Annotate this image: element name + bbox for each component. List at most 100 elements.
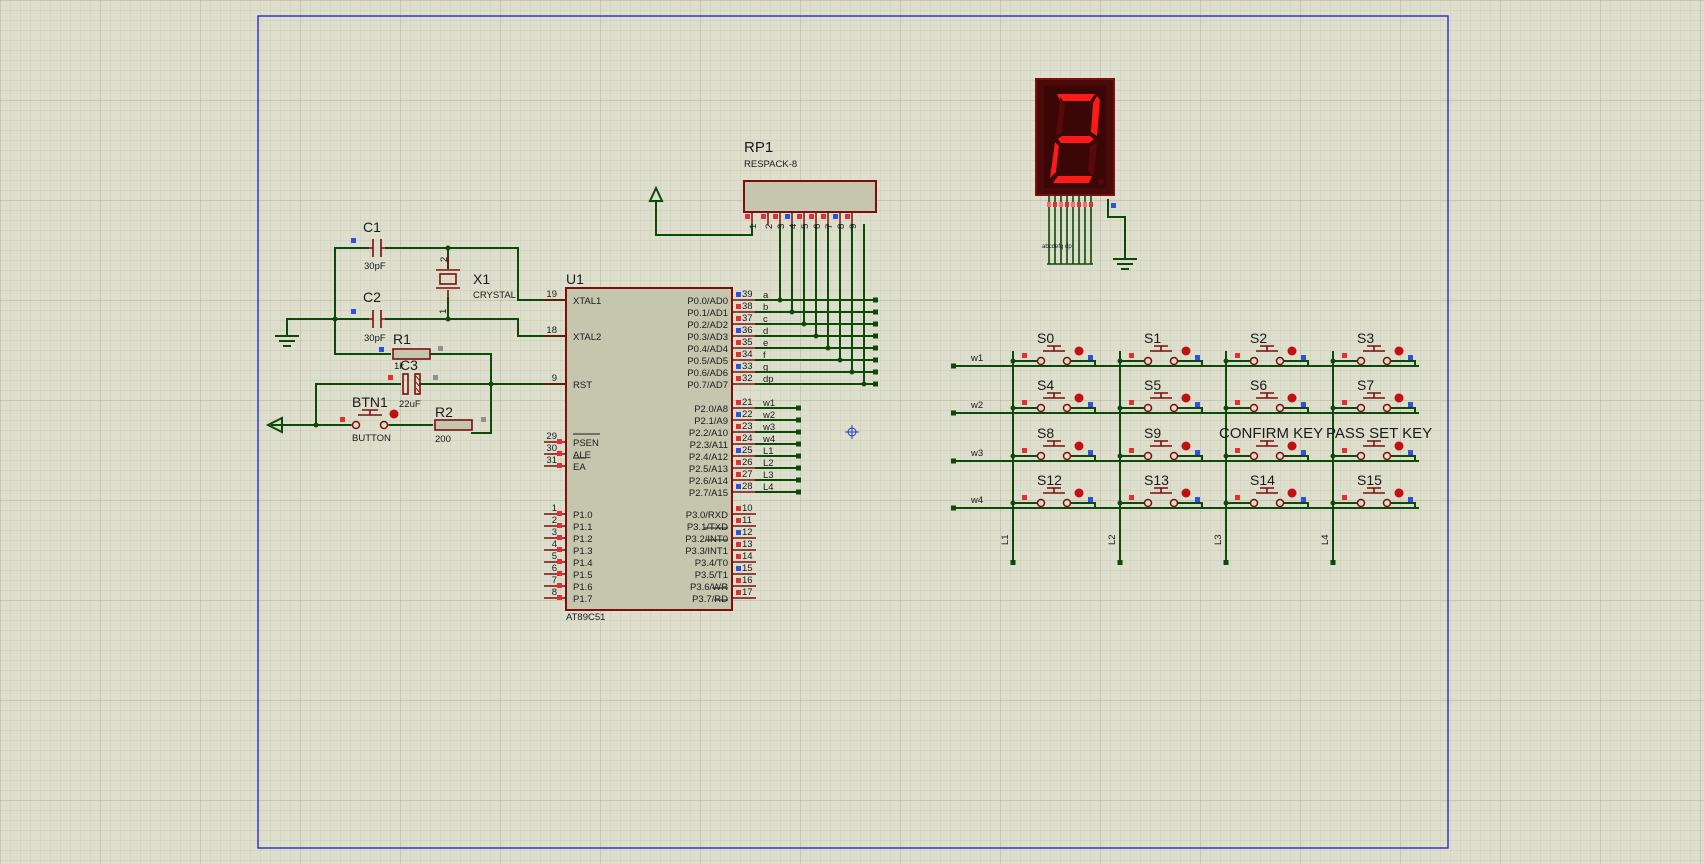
seven-segment-display[interactable]: abcdefg dp <box>1035 78 1137 270</box>
rp1-pin-number: 2 <box>764 224 775 229</box>
keypad-key-s6[interactable]: S6 <box>1223 377 1309 414</box>
net-label: L1 <box>763 446 774 457</box>
btn1-ref: BTN1 <box>352 394 388 410</box>
rp1-pin-3[interactable]: 3 <box>773 212 787 229</box>
mcu-pin-p15[interactable]: 6P1.5 <box>544 563 593 581</box>
segment-labels: abcdefg dp <box>1042 244 1072 250</box>
rp1-pin-number: 1 <box>748 224 759 229</box>
r1-value: 1k <box>394 361 404 372</box>
keypad-key-s4[interactable]: S4 <box>1010 377 1096 414</box>
mcu-pin-p17[interactable]: 8P1.7 <box>544 587 593 605</box>
keypad-key-s9[interactable]: S9 <box>1117 425 1203 462</box>
keypad-key-s15[interactable]: S15 <box>1330 472 1416 509</box>
keypad-key-s14[interactable]: S14 <box>1223 472 1309 509</box>
resistor-r1[interactable]: R1 1k <box>379 331 443 372</box>
x1-ref: X1 <box>473 271 490 287</box>
rp1-pin-5[interactable]: 5 <box>797 212 811 229</box>
keypad-key-s13[interactable]: S13 <box>1117 472 1203 509</box>
mcu-pin-label: P0.5/AD5 <box>687 356 728 367</box>
keypad-key-s12[interactable]: S12 <box>1010 472 1096 509</box>
btn1-value: BUTTON <box>352 433 391 444</box>
keypad-key-s8[interactable]: S8 <box>1010 425 1096 462</box>
net-label: b <box>763 302 768 313</box>
mcu-pin-p13[interactable]: 4P1.3 <box>544 539 593 557</box>
keypad-key-s7[interactable]: S7 <box>1330 377 1416 414</box>
segment-b <box>1091 96 1100 136</box>
keypad-key-s5[interactable]: S5 <box>1117 377 1203 414</box>
rp1-pin-6[interactable]: 6 <box>809 212 823 229</box>
capacitor-c1[interactable]: C1 30pF <box>351 219 386 272</box>
keypad-col-label: L4 <box>1320 534 1331 545</box>
mcu-pin-number: 10 <box>742 503 753 514</box>
capacitor-c2[interactable]: C2 30pF <box>351 289 386 344</box>
mcu-pin-p12[interactable]: 3P1.2 <box>544 527 593 545</box>
button-btn1[interactable]: BTN1 BUTTON <box>340 394 399 444</box>
rp1-pin-1[interactable]: 1 <box>745 212 759 229</box>
net-label: c <box>763 314 768 325</box>
rp1-pin-2[interactable]: 2 <box>761 212 775 229</box>
keypad-key-confirm-key[interactable]: CONFIRM KEY <box>1219 425 1323 462</box>
mcu-pin-p16[interactable]: 7P1.6 <box>544 575 593 593</box>
mcu-pin-p14[interactable]: 5P1.4 <box>544 551 593 569</box>
keypad-key-s2[interactable]: S2 <box>1223 330 1309 367</box>
keypad-key-s1[interactable]: S1 <box>1117 330 1203 367</box>
keypad-key-s3[interactable]: S3 <box>1330 330 1416 367</box>
resistor-r2[interactable]: R2 200 <box>434 404 486 445</box>
keypad-col-label: L1 <box>1000 534 1011 545</box>
mcu-pin-number: 24 <box>742 433 753 444</box>
rp1-pin-7[interactable]: 7 <box>821 212 835 229</box>
rp1-pin-8[interactable]: 8 <box>833 212 847 229</box>
net-label: a <box>763 290 769 301</box>
rp1-pin-number: 7 <box>824 224 835 229</box>
segment-dp <box>1098 179 1104 185</box>
mcu-pin-p10[interactable]: 1P1.0 <box>544 503 593 521</box>
net-label: dp <box>763 374 774 385</box>
rp1-ref: RP1 <box>744 139 773 156</box>
net-label: f <box>763 350 766 361</box>
mcu-pin-number: 38 <box>742 301 753 312</box>
mcu-u1[interactable]: U1 AT89C51 19XTAL118XTAL29RST29PSEN30ALE… <box>544 271 775 623</box>
rp1-pin-9[interactable]: 9 <box>845 212 859 229</box>
capacitor-c3[interactable]: C3 22uF <box>388 357 438 410</box>
mcu-pin-p11[interactable]: 2P1.1 <box>544 515 593 533</box>
keypad-key-s0[interactable]: S0 <box>1010 330 1096 367</box>
c2-value: 30pF <box>364 333 386 344</box>
keypad-col-label: L3 <box>1213 534 1224 545</box>
keypad-key-label: S14 <box>1250 472 1275 488</box>
mcu-pin-label: P3.5/T1 <box>695 570 728 581</box>
keypad-key-pass-set-key[interactable]: PASS SET KEY <box>1326 425 1432 462</box>
keypad-key-label: S3 <box>1357 330 1374 346</box>
crystal-x1[interactable]: 2 1 X1 CRYSTAL <box>436 256 516 314</box>
rp1-pin-4[interactable]: 4 <box>785 212 799 229</box>
